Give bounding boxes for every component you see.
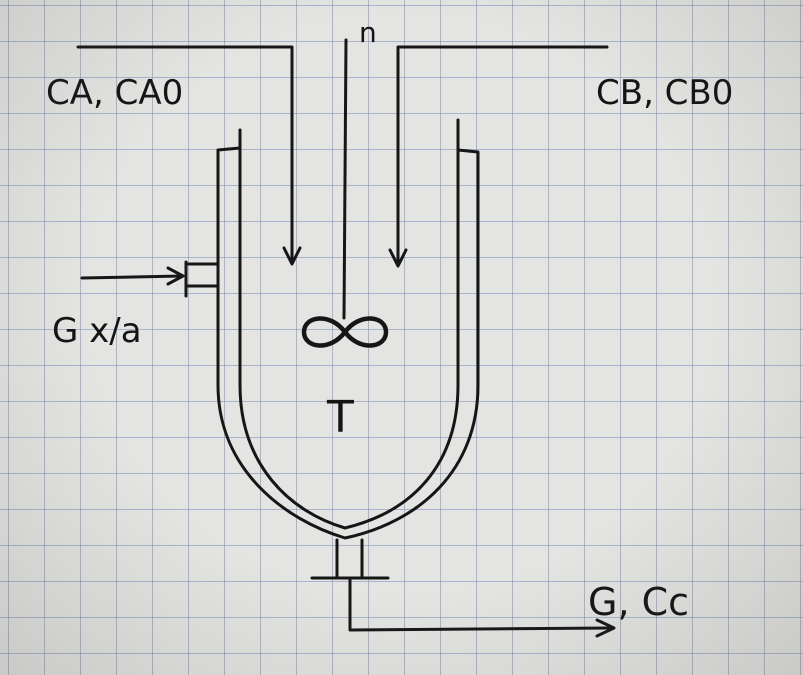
feed-a-arrowhead (282, 246, 302, 266)
outlet-pipe (348, 578, 614, 632)
outlet-flange (310, 538, 390, 580)
impeller-icon (301, 316, 389, 348)
coolant-inlet-arrow (80, 274, 184, 280)
outlet-arrowhead (595, 618, 616, 638)
feed-b-pipe (396, 45, 609, 266)
outlet-label: G, Cc (588, 580, 689, 624)
coolant-arrowhead (166, 266, 185, 286)
feed-a-pipe (76, 45, 294, 264)
reactor-vessel (238, 146, 460, 530)
stirrer-speed-label: n (359, 16, 377, 49)
coolant-label: G x/a (52, 311, 142, 351)
coolant-inlet-flange (184, 260, 220, 298)
feed-b-label: CB, CB0 (596, 73, 733, 113)
feed-b-arrowhead (388, 248, 408, 268)
stirrer-shaft (342, 38, 348, 320)
temperature-label: T (326, 392, 354, 443)
feed-a-label: CA, CA0 (46, 73, 183, 113)
cooling-jacket (216, 118, 480, 540)
